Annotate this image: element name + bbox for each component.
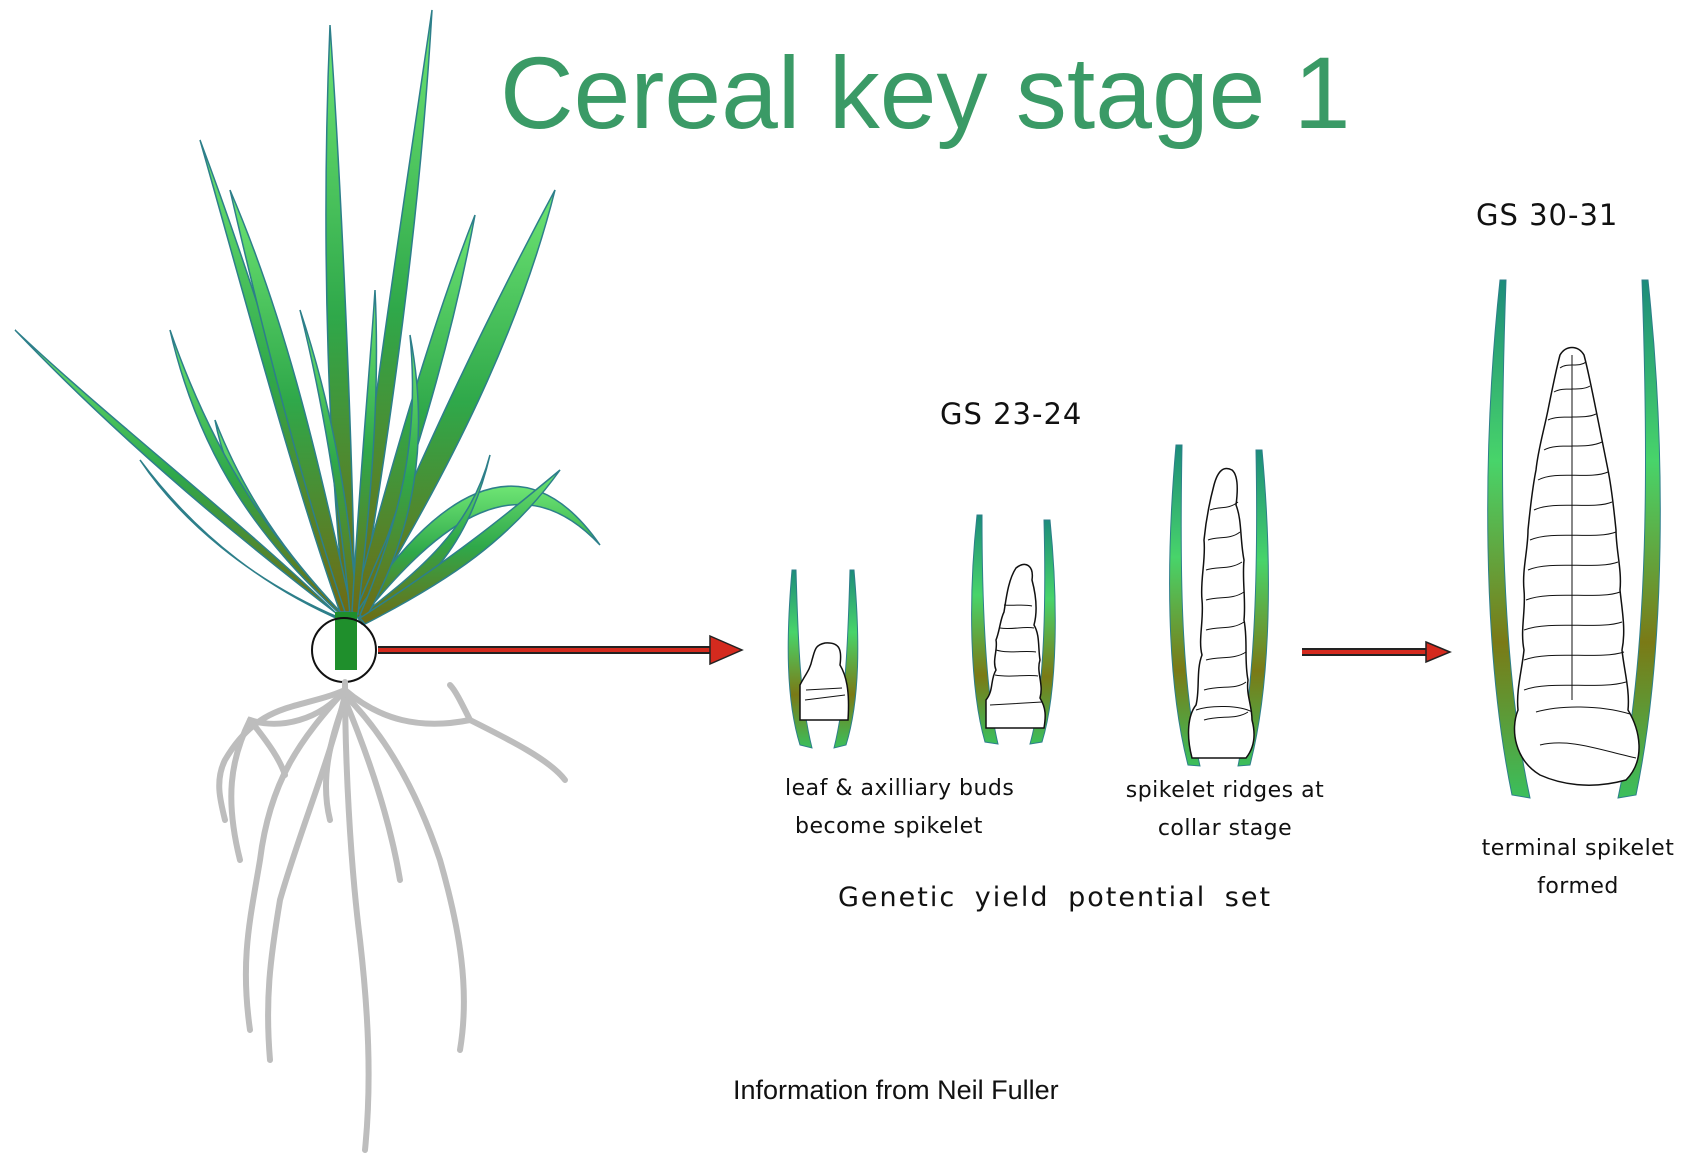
apex-stage-4 — [1488, 280, 1661, 798]
arrow-to-apex-stages — [378, 636, 742, 664]
root — [268, 695, 345, 1060]
credit-text: Information from Neil Fuller — [733, 1075, 1059, 1106]
caption-line: spikelet ridges at — [1110, 772, 1340, 810]
page-title: Cereal key stage 1 — [500, 42, 1350, 144]
root — [450, 685, 470, 720]
caption-terminal-spikelet: terminal spikelet formed — [1468, 830, 1688, 906]
stage-label-gs-30-31: GS 30-31 — [1476, 198, 1618, 232]
apex-ear — [1514, 348, 1639, 786]
apex-stage-2 — [972, 515, 1056, 744]
caption-spikelet-ridges: spikelet ridges at collar stage — [1110, 772, 1340, 848]
caption-line: leaf & axilliary buds — [785, 770, 1055, 808]
caption-line: collar stage — [1110, 810, 1340, 848]
caption-leaf-buds: leaf & axilliary buds become spikelet — [785, 770, 1055, 846]
caption-line: become spikelet — [785, 808, 1055, 846]
stem — [335, 612, 357, 670]
stage-label-gs-23-24: GS 23-24 — [940, 397, 1082, 431]
sheath-left — [788, 570, 812, 748]
genetic-potential-label: Genetic yield potential set — [838, 882, 1272, 913]
apex-stage-1 — [788, 570, 858, 748]
caption-line: formed — [1468, 868, 1688, 906]
leaf — [170, 330, 348, 620]
caption-line: terminal spikelet — [1468, 830, 1688, 868]
apex-bud — [800, 643, 849, 720]
root — [250, 720, 285, 775]
plant-roots — [219, 682, 565, 1150]
apex-stage-3 — [1170, 445, 1269, 766]
arrow-to-terminal-stage — [1302, 642, 1450, 662]
